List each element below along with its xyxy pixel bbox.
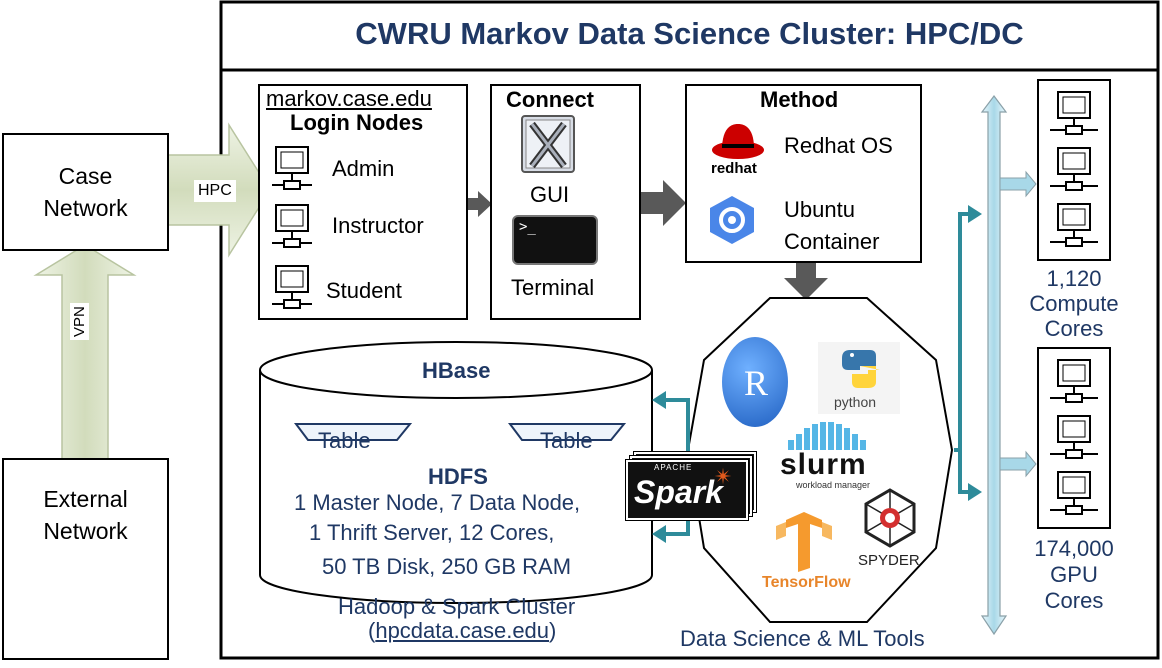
terminal-prompt: >_ — [519, 219, 536, 235]
spark-logo: APACHE Spark ✴ — [624, 451, 757, 522]
slurm-logo-text: slurm — [780, 448, 867, 481]
case-network-label: Case Network — [43, 163, 128, 221]
hpc-arrow-label: HPC — [194, 180, 236, 202]
gpu-label-2: Cores — [1044, 588, 1104, 613]
cluster-frame — [219, 0, 1160, 660]
external-network-box — [2, 458, 169, 660]
r-logo-text: R — [744, 363, 769, 403]
table-label-1: Table — [318, 428, 371, 453]
cluster-url[interactable]: hpcdata.case.edu — [375, 618, 550, 643]
spyder-logo: SPYDER — [858, 486, 922, 572]
login-host[interactable]: markov.case.edu — [266, 86, 432, 111]
slurm-sub-text: workload manager — [796, 480, 871, 490]
tensorflow-logo: TensorFlow — [762, 510, 851, 600]
connect-terminal: Terminal — [511, 275, 595, 300]
gpu-count: 174,000 — [1034, 536, 1114, 561]
spark-logo-text: Spark — [634, 474, 723, 510]
hdfs-line-2: 1 Thrift Server, 12 Cores, — [309, 520, 555, 545]
vpn-arrow-label: VPN — [70, 303, 89, 340]
tensorflow-logo-text: TensorFlow — [762, 574, 851, 591]
container-icon — [708, 194, 756, 246]
spark-star-icon: ✴ — [714, 464, 733, 489]
table-label-2: Table — [540, 428, 593, 453]
open-paren: ( — [368, 618, 376, 643]
bus-arrow-cpu — [999, 170, 1037, 198]
arrow-method-tools — [784, 262, 828, 300]
tools-label: Data Science & ML Tools — [680, 626, 925, 651]
hdfs-line-3: 50 TB Disk, 250 GB RAM — [322, 554, 572, 579]
login-node-student: Student — [326, 278, 402, 303]
arrow-connect-method — [640, 180, 686, 226]
slurm-logo: slurm workload manager — [780, 420, 884, 490]
python-logo-text: python — [834, 394, 877, 410]
connect-title: Connect — [506, 87, 594, 112]
cluster-name: Hadoop & Spark Cluster — [338, 594, 576, 619]
python-logo: python — [818, 342, 900, 414]
computer-icon — [272, 145, 312, 193]
teal-bus-link — [954, 212, 972, 494]
login-node-instructor: Instructor — [332, 213, 424, 238]
table-tray-2 — [508, 423, 627, 441]
connect-gui: GUI — [530, 182, 570, 207]
spyder-logo-text: SPYDER — [858, 552, 920, 569]
hbase-label: HBase — [422, 358, 491, 383]
method-redhat: Redhat OS — [784, 133, 893, 158]
bus-arrow-gpu — [999, 450, 1037, 478]
x-window-icon — [520, 114, 576, 174]
r-logo — [722, 337, 788, 427]
vpn-arrow — [33, 244, 137, 461]
redhat-logo-text: redhat — [711, 160, 757, 177]
redhat-icon: redhat — [708, 118, 768, 180]
gpu-label-1: GPU — [1050, 562, 1098, 587]
computer-icon — [272, 203, 312, 251]
login-node-admin: Admin — [332, 156, 395, 181]
close-paren: ) — [549, 618, 557, 643]
computer-icon — [272, 264, 312, 312]
arrow-login-connect — [468, 191, 492, 217]
login-title: Login Nodes — [290, 110, 424, 135]
page-title: CWRU Markov Data Science Cluster: HPC/DC — [355, 16, 1024, 51]
method-ubuntu: Ubuntu Container — [784, 197, 880, 254]
case-network-box — [2, 133, 169, 251]
cpu-label-2: Cores — [1044, 316, 1104, 341]
cpu-count: 1,120 — [1046, 266, 1102, 291]
cpu-server-icons — [1048, 88, 1100, 258]
cpu-label-1: Compute — [1029, 291, 1119, 316]
method-title: Method — [760, 87, 839, 112]
external-network-label: External Network — [43, 486, 128, 544]
vertical-bus — [980, 95, 1008, 636]
table-tray-1 — [294, 423, 413, 441]
terminal-icon: >_ — [512, 215, 598, 265]
spark-apache: APACHE — [654, 463, 693, 472]
gpu-server-icons — [1048, 356, 1100, 526]
cluster-url-line: (hpcdata.case.edu) — [368, 618, 556, 644]
hdfs-label: HDFS — [428, 464, 488, 489]
hdfs-line-1: 1 Master Node, 7 Data Node, — [294, 490, 581, 515]
